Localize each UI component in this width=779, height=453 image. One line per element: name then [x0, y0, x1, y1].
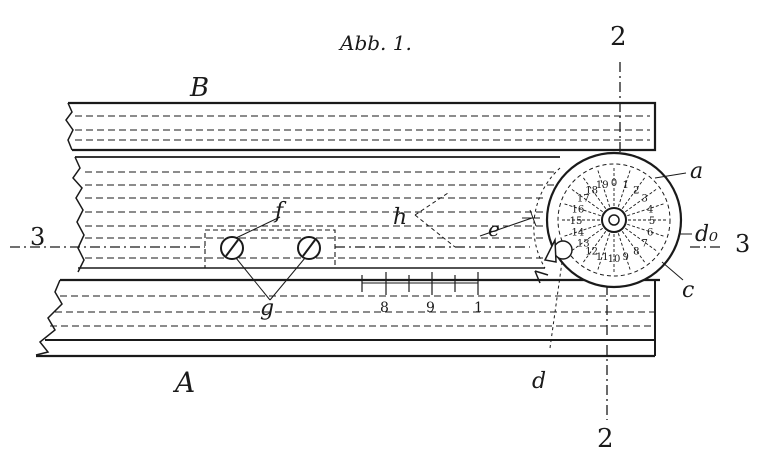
dial-leaders: [549, 172, 692, 349]
section-label-bottom: 2: [597, 424, 614, 453]
dial-spoke: [562, 202, 601, 217]
dial-mark: 1: [623, 180, 629, 191]
dial-mark: 14: [571, 228, 584, 239]
dial-spoke: [625, 227, 658, 253]
scale-ticks: [361, 272, 479, 295]
label-a-rail: A: [172, 366, 195, 399]
label-b: B: [189, 73, 209, 103]
section-line-2: [606, 62, 621, 420]
screw-g-left: [220, 236, 244, 260]
guide-arc: [533, 167, 561, 269]
scale-number-1: 1: [474, 300, 483, 316]
dial-mark: 10: [608, 254, 621, 265]
label-d: d: [532, 369, 546, 394]
dial-mark: 19: [596, 180, 609, 191]
dial-spoke: [617, 168, 632, 207]
dial-spoke: [621, 231, 647, 264]
lower-rail-a: [35, 278, 660, 358]
dial-mark: 5: [649, 216, 655, 227]
label-d0: d₀: [695, 222, 718, 247]
leader-h: [414, 192, 456, 248]
scale-number-9: 9: [426, 300, 435, 316]
scale-number-8: 8: [380, 300, 389, 316]
dial-spoke: [562, 223, 601, 238]
figure-title: Abb. 1.: [338, 31, 412, 55]
dial-d: [545, 151, 683, 289]
dial-spoke: [570, 187, 603, 213]
dial-mark: 11: [596, 252, 609, 263]
label-g: g: [260, 296, 274, 321]
label-a: a: [690, 159, 703, 184]
label-h: h: [393, 205, 407, 230]
dial-mark: 2: [633, 185, 639, 196]
section-label-left: 3: [30, 223, 45, 251]
dial-spoke: [596, 168, 611, 207]
dial-spoke: [581, 231, 607, 264]
slider-f: [204, 229, 336, 269]
leader-lines-fg: [235, 216, 306, 301]
dial-spokes: [560, 166, 668, 274]
dial-mark: 3: [642, 194, 648, 205]
dial-spoke: [570, 227, 603, 253]
dial-spoke: [621, 176, 647, 209]
pawl-d: [534, 237, 573, 284]
dial-mark: 4: [647, 204, 653, 215]
dial-mark: 0: [611, 178, 617, 189]
middle-body: [72, 156, 560, 273]
label-c: c: [682, 278, 694, 303]
dial-spoke: [625, 187, 658, 213]
screw-g-right: [297, 236, 321, 260]
dial-spoke: [627, 202, 666, 217]
dial-mark: 12: [585, 247, 598, 258]
dial-mark: 8: [633, 247, 639, 258]
dial-mark: 18: [585, 185, 598, 196]
label-e: e: [488, 217, 500, 241]
dial-spoke: [617, 233, 632, 272]
dial-mark: 7: [642, 238, 648, 249]
pointer-e: [479, 209, 540, 237]
dial-mark: 15: [570, 216, 583, 227]
dial-mark: 9: [623, 252, 629, 263]
dial-spoke: [627, 223, 666, 238]
dial-mark: 17: [577, 194, 590, 205]
section-label-right: 3: [735, 230, 750, 258]
upper-rail-b: [65, 101, 657, 152]
dial-mark: 13: [577, 238, 590, 249]
dial-mark: 6: [647, 228, 653, 239]
dial-spoke: [596, 233, 611, 272]
dial-spoke: [581, 176, 607, 209]
dial-mark: 16: [571, 204, 584, 215]
section-label-top: 2: [610, 22, 627, 52]
